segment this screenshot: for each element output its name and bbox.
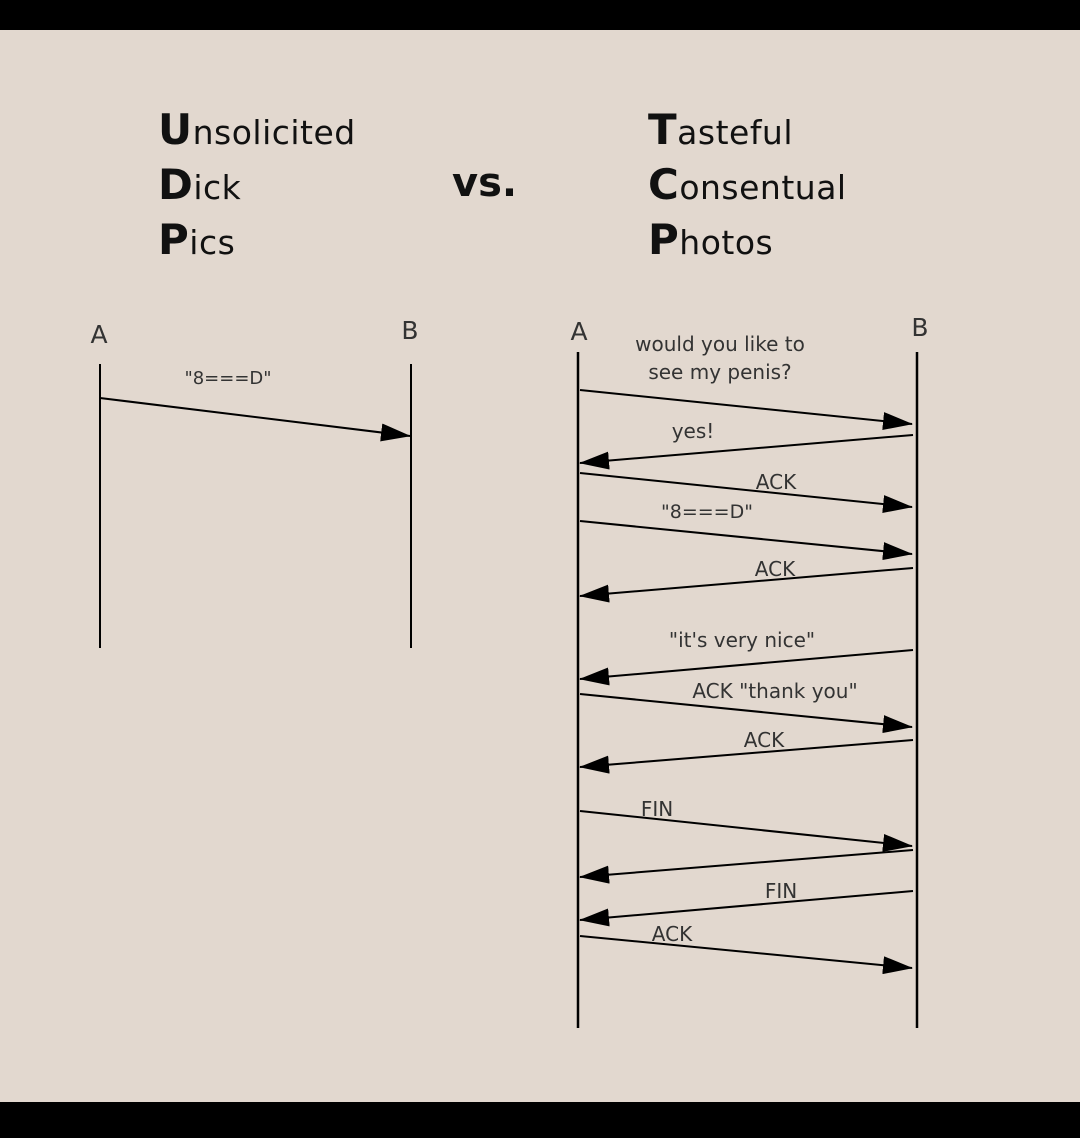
message-arrow-yes xyxy=(579,434,914,470)
message-arrow-compliment xyxy=(579,649,914,686)
left-title-line-2: Dick xyxy=(158,160,242,209)
message-label-ack-final: ACK xyxy=(652,922,693,946)
tcp-diagram: A B would you like to see my penis? yes!… xyxy=(570,313,929,1028)
message-arrow-pic xyxy=(579,520,913,561)
message-label-ack-2: ACK xyxy=(755,557,796,581)
message-arrow-fin-2 xyxy=(579,890,914,927)
right-lifeline-a-label: A xyxy=(570,317,587,346)
message-arrow-fin-1 xyxy=(579,810,913,852)
message-label-request-line-2: see my penis? xyxy=(648,360,791,384)
message-label-pic: "8===D" xyxy=(661,501,753,523)
message-label-ack-3: ACK xyxy=(744,728,785,752)
message-arrow-request xyxy=(579,389,913,430)
left-title-line-3: Pics xyxy=(158,215,236,264)
message-label-request-line-1: would you like to xyxy=(635,332,805,356)
left-lifeline-a-label: A xyxy=(90,320,107,349)
left-lifeline-b-label: B xyxy=(401,316,418,345)
message-arrow-ack-2 xyxy=(579,567,914,603)
right-title-line-2: Consentual xyxy=(648,160,847,209)
right-title: Tasteful Consentual Photos xyxy=(648,102,847,267)
right-title-line-3: Photos xyxy=(648,215,774,264)
meme-panel xyxy=(0,30,1080,1102)
udp-diagram: A B "8===D" xyxy=(90,316,419,648)
message-label-yes: yes! xyxy=(672,419,715,443)
right-lifeline-b-label: B xyxy=(911,313,928,342)
vs-label: vs. xyxy=(452,160,518,206)
message-arrow-fin-ack xyxy=(579,849,914,884)
message-label-ack-1: ACK xyxy=(756,470,797,494)
left-message-label: "8===D" xyxy=(184,368,271,389)
left-message-arrow xyxy=(99,397,411,442)
left-title: Unsolicited Dick Pics xyxy=(158,102,356,267)
message-label-fin-1: FIN xyxy=(641,797,673,821)
message-label-thanks: ACK "thank you" xyxy=(692,679,857,703)
message-arrow-ack-final xyxy=(579,935,913,975)
message-label-fin-2: FIN xyxy=(765,879,797,903)
left-title-line-1: Unsolicited xyxy=(158,105,356,154)
message-arrow-thanks xyxy=(579,693,913,734)
message-label-compliment: "it's very nice" xyxy=(669,628,815,652)
right-title-line-1: Tasteful xyxy=(648,105,794,154)
message-arrow-ack-1 xyxy=(579,472,913,513)
message-arrow-ack-3 xyxy=(579,739,914,774)
